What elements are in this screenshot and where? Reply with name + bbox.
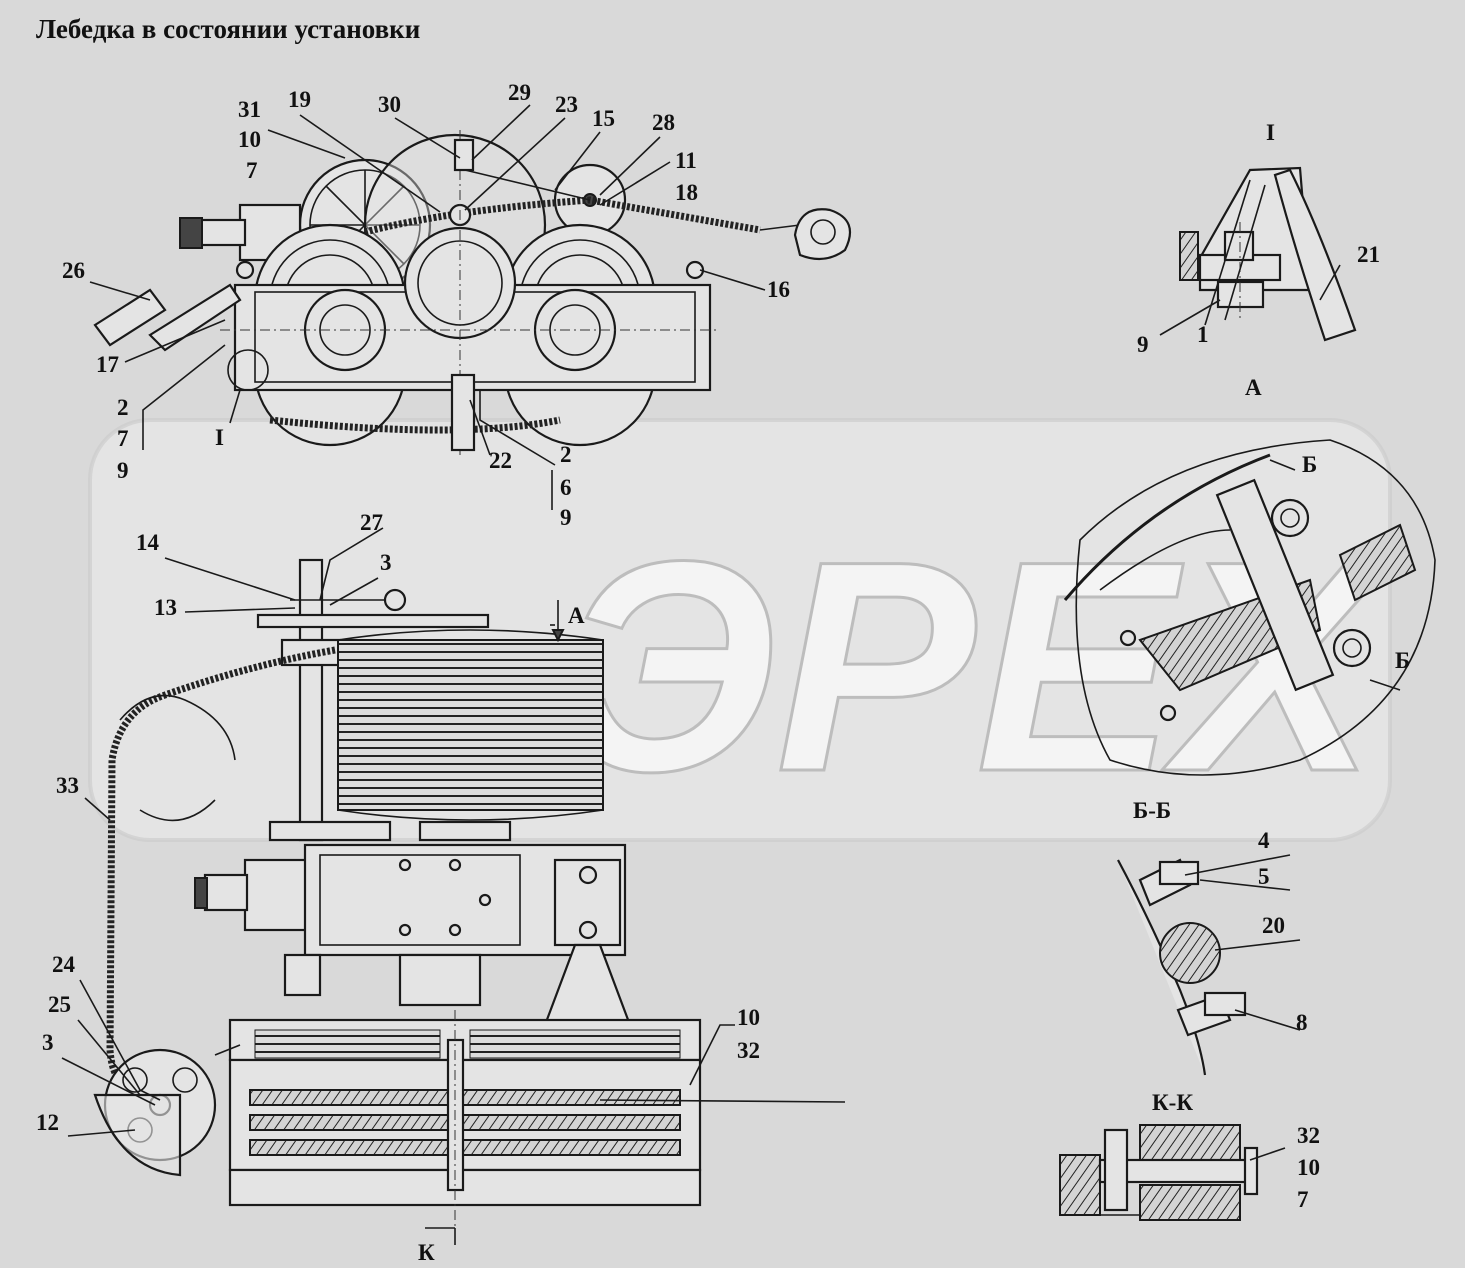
- detail-I-callout-1: 1: [1197, 322, 1209, 347]
- callout-24: 24: [52, 952, 76, 977]
- section-BB-callout-5: 5: [1258, 864, 1270, 889]
- callout-2: 2: [117, 395, 129, 420]
- view-A-detail: А Б Б: [1063, 375, 1436, 776]
- callout-14: 14: [136, 530, 160, 555]
- callout-23: 23: [555, 92, 578, 117]
- section-KK-view: К-К 32 10 7: [1059, 1090, 1320, 1221]
- callout-13: 13: [154, 595, 177, 620]
- callout-17: 17: [96, 352, 119, 377]
- callout-25: 25: [48, 992, 71, 1017]
- view-A-label: А: [1245, 375, 1262, 400]
- section-BB-callout-8: 8: [1296, 1010, 1308, 1035]
- section-BB-mark-bottom: Б: [1395, 648, 1410, 673]
- section-K-mark: К: [418, 1240, 435, 1265]
- section-KK-callout-10: 10: [1297, 1155, 1320, 1180]
- callout-16: 16: [767, 277, 790, 302]
- detail-I-callout-21: 21: [1357, 242, 1380, 267]
- section-BB-callout-20: 20: [1262, 913, 1285, 938]
- callout-26: 26: [62, 258, 85, 283]
- view-A-arrow-label: А: [568, 603, 585, 628]
- callout-32: 32: [737, 1038, 760, 1063]
- callout-9b: 9: [560, 505, 572, 530]
- detail-I-callout-9: 9: [1137, 332, 1149, 357]
- detail-I-view: I 9 1 21: [1137, 120, 1380, 357]
- callout-31: 31: [238, 97, 261, 122]
- callout-2b: 2: [560, 442, 572, 467]
- detail-I-label: I: [1266, 120, 1275, 145]
- callout-10b: 10: [737, 1005, 760, 1030]
- winch-front-view: А К: [93, 558, 846, 1265]
- callout-22: 22: [489, 448, 512, 473]
- section-KK-label: К-К: [1152, 1090, 1193, 1115]
- callout-7: 7: [246, 158, 258, 183]
- callout-28: 28: [652, 110, 675, 135]
- winch-top-view: [93, 130, 852, 455]
- front-view-callouts: 27 14 3 13 33 24 25 3 12 10 32: [36, 510, 760, 1137]
- callout-15: 15: [592, 106, 615, 131]
- detail-ref-I: I: [215, 425, 224, 450]
- section-BB-callout-4: 4: [1258, 828, 1270, 853]
- callout-29: 29: [508, 80, 531, 105]
- section-BB-label: Б-Б: [1133, 798, 1171, 823]
- callout-7b: 7: [117, 426, 129, 451]
- section-BB-view: Б-Б 4 5 20 8: [1117, 798, 1308, 1076]
- top-view-callouts: 31 10 7 19 30 29 23 15 28 11 18 26 17 16…: [62, 80, 790, 530]
- callout-3: 3: [380, 550, 392, 575]
- callout-12: 12: [36, 1110, 59, 1135]
- callout-11: 11: [675, 148, 697, 173]
- callout-19: 19: [288, 87, 311, 112]
- callout-30: 30: [378, 92, 401, 117]
- callout-9: 9: [117, 458, 129, 483]
- section-KK-callout-7: 7: [1297, 1187, 1309, 1212]
- callout-33: 33: [56, 773, 79, 798]
- callout-27: 27: [360, 510, 383, 535]
- section-BB-mark-top: Б: [1302, 452, 1317, 477]
- callout-6: 6: [560, 475, 572, 500]
- drawing-title: Лебедка в состоянии установки: [36, 14, 421, 44]
- section-KK-callout-32: 32: [1297, 1123, 1320, 1148]
- callout-18: 18: [675, 180, 698, 205]
- callout-10: 10: [238, 127, 261, 152]
- callout-3b: 3: [42, 1030, 54, 1055]
